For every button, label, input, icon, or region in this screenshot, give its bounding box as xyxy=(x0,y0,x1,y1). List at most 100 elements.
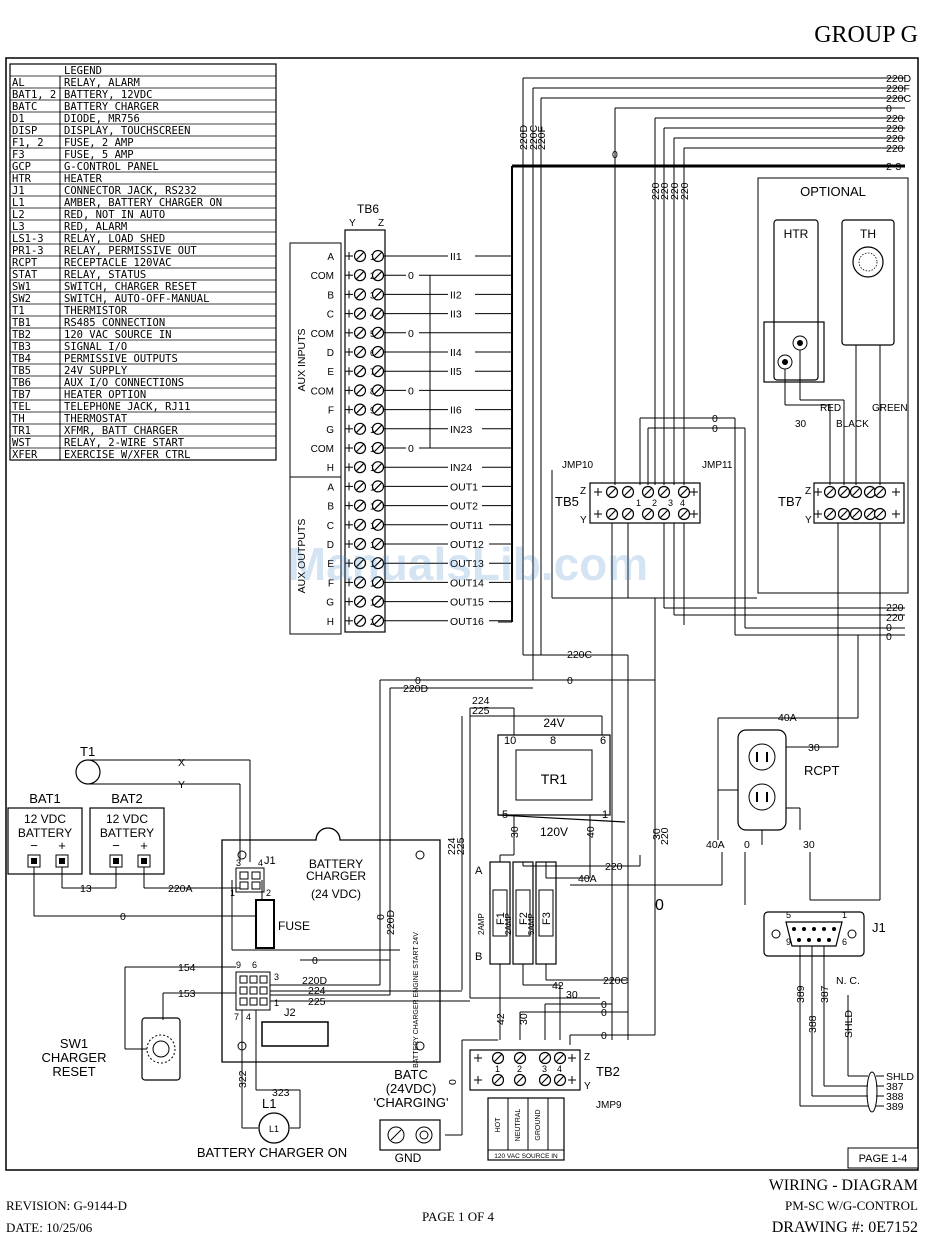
tb6-row: 1AII1 xyxy=(327,249,512,263)
charger-w220d-v: 220D xyxy=(385,909,397,935)
bat1-title: BAT1 xyxy=(29,791,61,806)
tb6-row: 6DII4 xyxy=(327,345,512,359)
tb6-y-cross xyxy=(344,251,354,261)
tb6-y-cross xyxy=(344,289,354,299)
tr1-t10: 10 xyxy=(504,735,516,747)
charger-w225: 225 xyxy=(308,996,326,1008)
tr1-t1: 1 xyxy=(602,809,608,821)
tb6-wire-label: OUT11 xyxy=(450,520,483,532)
charger-side-label: BATTERY CHARGER ENGINE START 24V xyxy=(413,932,420,1068)
tb6-screw-z xyxy=(371,499,385,512)
bat2-l2: BATTERY xyxy=(100,826,154,840)
tr1-120v: 120V xyxy=(540,825,568,839)
tb6-screw xyxy=(353,518,367,531)
tb6-y-label: Y xyxy=(349,218,356,229)
tb6-wire-label: OUT2 xyxy=(450,501,478,513)
j1-pin xyxy=(827,938,831,942)
tb2-ground: GROUND xyxy=(535,1109,542,1140)
j1-rs232-connector: J1 5 1 9 6 389 388 387 N. C. SHLD SHLD 3… xyxy=(763,910,914,1113)
tb2-title: TB2 xyxy=(596,1064,620,1079)
tb2-screw-y xyxy=(553,1073,567,1087)
j1-pin xyxy=(802,927,806,931)
battery-wiring xyxy=(33,867,263,917)
legend-code: T1 xyxy=(12,305,25,317)
bus-vert-220c: 220C xyxy=(528,124,540,150)
tb6-row: 4CII3 xyxy=(327,306,512,321)
tb6-y-cross xyxy=(344,424,354,434)
tb6-row: 3BII2 xyxy=(327,287,512,301)
l1-caption: BATTERY CHARGER ON xyxy=(197,1145,347,1160)
tb6-screw-z xyxy=(371,595,385,608)
footer-date: DATE: 10/25/06 xyxy=(6,1220,93,1235)
tb6-title: TB6 xyxy=(357,202,379,216)
j1-out-shld: SHLD xyxy=(886,1071,914,1083)
legend-desc: AUX I/O CONNECTIONS xyxy=(64,377,184,389)
bat2-minus: − xyxy=(112,838,120,853)
charger-w224: 224 xyxy=(308,985,326,997)
charger-fuse: FUSE xyxy=(278,919,310,933)
tb7-screw-z xyxy=(837,485,851,499)
j1-pin xyxy=(797,938,801,942)
tb6-y-cross xyxy=(344,481,354,491)
j1-n4: 4 xyxy=(258,858,263,868)
tb6-side-label: B xyxy=(327,290,334,301)
tb6-row: 12HIN24 xyxy=(327,460,512,474)
rcpt-receptacle: RCPT 40A 30 40A 0 30 xyxy=(570,523,881,905)
tb6-wire-label: OUT1 xyxy=(450,481,478,493)
fuse-w0: 0 xyxy=(601,999,607,1011)
wire-black: BLACK xyxy=(836,419,869,430)
tb6-row: 8COM0 xyxy=(311,383,512,397)
mid-wiring xyxy=(379,417,905,1040)
tb5-screw-z xyxy=(657,485,671,499)
legend-desc: FUSE, 5 AMP xyxy=(64,149,134,161)
tb6-side-label: B xyxy=(327,502,334,513)
tb6-wire-label: IN24 xyxy=(450,462,472,474)
tb2-num: 3 xyxy=(542,1064,547,1074)
sw1-l1: SW1 xyxy=(60,1036,88,1051)
t1-x: X xyxy=(178,757,185,769)
legend-desc: SWITCH, CHARGER RESET xyxy=(64,281,197,293)
group-title: GROUP G xyxy=(814,22,918,48)
charger-j2-connector xyxy=(235,971,271,1011)
legend-code: D1 xyxy=(12,113,25,125)
fuse-5amp: 5AMP xyxy=(527,913,536,935)
tb6-screw xyxy=(353,365,367,378)
battery-charger: BATTERY CHARGER (24 VDC) FUSE J1 3 4 1 2… xyxy=(221,827,470,1068)
tb6-screw xyxy=(353,326,367,339)
bat-wire-220a: 220A xyxy=(168,883,193,895)
tb6-side-label: G xyxy=(326,598,334,609)
legend-code: RCPT xyxy=(12,257,38,269)
tb6-screw-z xyxy=(371,345,385,359)
tb6-row: 16DOUT12 xyxy=(327,537,512,551)
tb6-wire-label: II6 xyxy=(450,405,462,417)
legend-code: TB7 xyxy=(12,389,31,401)
bus-label-220b: 220 xyxy=(886,123,904,135)
tb5-num: 4 xyxy=(680,498,685,508)
tb6-side-label: COM xyxy=(311,271,334,282)
tb2-num: 1 xyxy=(495,1064,500,1074)
legend-desc: RED, ALARM xyxy=(64,221,127,233)
tb6-side-label: C xyxy=(327,310,334,321)
j2-n9: 9 xyxy=(236,960,241,970)
mid-220c: 220C xyxy=(567,649,593,661)
tb5-drop-3: 220 xyxy=(669,182,681,200)
right-220-b: 220 xyxy=(886,612,904,624)
tb6-screw-z xyxy=(371,365,385,378)
j1-p9: 9 xyxy=(786,937,791,947)
legend-desc: RELAY, ALARM xyxy=(64,77,140,89)
legend-code: F3 xyxy=(12,149,25,161)
tb6-screw xyxy=(353,461,367,474)
tb5-screw-z xyxy=(621,485,635,499)
tb6-screw-z xyxy=(371,288,385,301)
tb6-screw xyxy=(353,345,367,359)
bus-label-220a: 220 xyxy=(886,113,904,125)
th-label: TH xyxy=(860,227,876,241)
tb2-screw-z xyxy=(553,1051,567,1065)
tb6-wire-label: OUT14 xyxy=(450,577,484,589)
tb5-num: 1 xyxy=(636,498,641,508)
tb5-screw-y xyxy=(605,507,619,521)
legend-desc: SWITCH, AUTO-OFF-MANUAL xyxy=(64,293,209,305)
legend-code: TB6 xyxy=(12,377,31,389)
